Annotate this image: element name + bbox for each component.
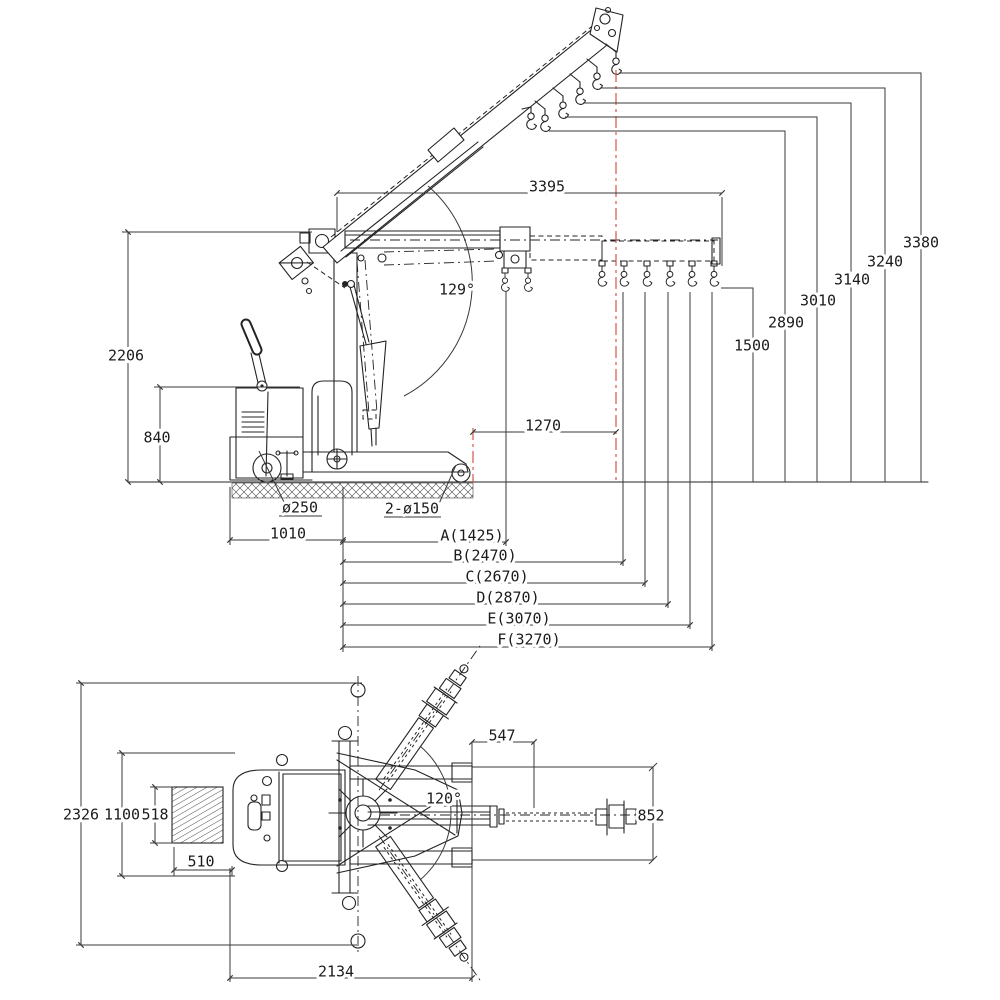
plan-boom-extended — [367, 798, 648, 836]
dim-load-position-e: E(3070) — [487, 610, 550, 628]
dim-battery-width: 518 — [141, 806, 168, 824]
side-crane-body — [229, 318, 471, 483]
dim-wheel-to-mast: 1010 — [270, 525, 306, 543]
dim-body-height: 840 — [143, 429, 170, 447]
horizontal-boom-hooks — [501, 260, 720, 292]
plan-view-dimensions — [76, 679, 658, 982]
dim-overall-height: 2206 — [108, 347, 144, 365]
boom-horizontal — [344, 226, 721, 292]
dim-lift-height-3380: 3380 — [903, 234, 939, 252]
plan-crane-body — [171, 740, 359, 894]
dim-load-position-a: A(1425) — [440, 527, 503, 545]
dim-load-position-f: F(3270) — [497, 631, 560, 649]
dim-load-position-d: D(2870) — [476, 589, 539, 607]
side-view-dimensions — [122, 72, 922, 652]
battery-block — [171, 786, 224, 844]
side-view: 3395 129° 2206 840 1270 1500 2890 3010 3… — [105, 6, 942, 652]
dim-lift-height-3240: 3240 — [867, 253, 903, 271]
dim-reach-1270: 1270 — [525, 417, 561, 435]
dim-slew-angle: 120° — [426, 790, 462, 808]
plan-boom-up — [365, 635, 495, 800]
dim-lift-height-3010: 3010 — [800, 292, 836, 310]
slew-arc — [419, 745, 452, 881]
dim-overall-length: 2134 — [318, 963, 354, 981]
dim-load-position-b: B(2470) — [453, 547, 516, 565]
dim-boom-side-clearance: 852 — [637, 807, 664, 825]
dim-chassis-width: 1100 — [104, 806, 140, 824]
ground — [127, 481, 929, 499]
dim-swing-envelope: 2326 — [63, 806, 99, 824]
heel-pulley-block — [278, 245, 346, 295]
dim-front-rollers: 2-ø150 — [385, 500, 439, 518]
dim-boom-reach: 3395 — [529, 178, 565, 196]
dim-boom-angle: 129° — [439, 281, 475, 299]
boom-raised — [322, 6, 624, 264]
dim-load-position-c: C(2670) — [465, 568, 528, 586]
dim-hook-height-1500: 1500 — [734, 337, 770, 355]
plan-view: 2326 1100 518 510 547 120° 852 2134 — [60, 635, 668, 991]
slew-truss — [328, 752, 463, 874]
straddle-legs — [349, 762, 473, 868]
raised-boom-hooks — [521, 43, 622, 132]
tiller-handle — [240, 318, 268, 392]
dim-lift-height-2890: 2890 — [768, 314, 804, 332]
dim-rear-wheel: ø250 — [282, 499, 318, 517]
lift-cylinder — [346, 248, 504, 447]
dim-lift-height-3140: 3140 — [834, 271, 870, 289]
dim-battery-length: 510 — [187, 853, 214, 871]
dim-leg-offset: 547 — [488, 727, 515, 745]
